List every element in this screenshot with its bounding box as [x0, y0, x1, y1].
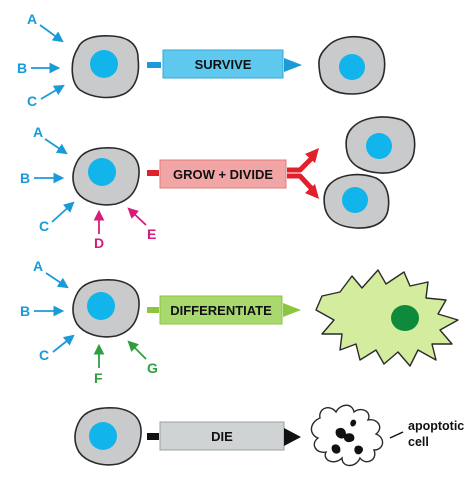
nucleus — [89, 422, 117, 450]
signal-e-arrow — [127, 207, 147, 226]
signal-b-label: B — [17, 60, 27, 76]
row-grow-divide: A B C D E GROW + DIVIDE — [20, 116, 416, 251]
signal-g-arrow — [127, 340, 147, 360]
signal-g: G — [127, 340, 158, 376]
row-die: DIE apoptotic cell — [74, 404, 464, 467]
signal-b: B — [20, 170, 65, 186]
signal-c-arrow — [51, 201, 75, 223]
signal-f-label: F — [94, 370, 103, 386]
die-arrow-bar: DIE — [147, 421, 301, 451]
row-survive: A B C SURVIVE — [17, 11, 386, 109]
survive-label: SURVIVE — [195, 57, 252, 72]
signal-f: F — [93, 343, 105, 386]
nucleus — [90, 50, 118, 78]
signal-e: E — [127, 207, 156, 242]
signal-a: A — [33, 124, 68, 155]
cell-differentiate-input — [72, 279, 140, 338]
signal-a: A — [33, 258, 69, 289]
signal-c: C — [39, 201, 75, 234]
signal-a-label: A — [33, 124, 43, 140]
signal-e-label: E — [147, 226, 156, 242]
nucleus — [339, 54, 365, 80]
apoptotic-pointer-line — [389, 431, 404, 439]
signal-a-label: A — [27, 11, 37, 27]
signal-c-arrow — [52, 334, 75, 353]
signal-a-label: A — [33, 258, 43, 274]
survive-arrow-bar: SURVIVE — [147, 49, 302, 79]
cell-survive-result — [318, 35, 386, 95]
signal-c-arrow — [40, 84, 65, 100]
die-label: DIE — [211, 429, 233, 444]
differentiate-label: DIFFERENTIATE — [170, 303, 272, 318]
signal-a-arrow — [44, 138, 68, 155]
signal-d-label: D — [94, 235, 104, 251]
nucleus — [366, 133, 392, 159]
signal-c-label: C — [27, 93, 37, 109]
cell-grow-input — [72, 147, 140, 206]
signal-c: C — [39, 334, 75, 363]
signal-g-label: G — [147, 360, 158, 376]
signal-a-arrow — [39, 24, 64, 43]
nucleus — [342, 187, 368, 213]
signal-c: C — [27, 84, 65, 109]
apoptotic-cell — [310, 404, 384, 467]
cell-die-input — [74, 407, 142, 466]
signal-b: B — [20, 303, 65, 319]
signal-a: A — [27, 11, 64, 43]
row-differentiate: A B C F G DIFFERENTIATE — [20, 258, 459, 386]
signal-b-label: B — [20, 170, 30, 186]
daughter-cell-top — [345, 116, 416, 174]
signal-d: D — [93, 209, 105, 251]
nucleus — [88, 158, 116, 186]
nucleus — [391, 305, 419, 331]
differentiate-arrow-bar: DIFFERENTIATE — [147, 295, 301, 325]
apoptotic-label-line2: cell — [408, 435, 429, 449]
signal-c-label: C — [39, 347, 49, 363]
cell-survive-input — [71, 35, 140, 99]
signal-b-label: B — [20, 303, 30, 319]
apoptotic-label-line1: apoptotic — [408, 419, 464, 433]
signal-b: B — [17, 60, 61, 76]
fragmented-nucleus — [331, 419, 363, 455]
daughter-cell-bottom — [323, 173, 390, 229]
nucleus — [87, 292, 115, 320]
signal-a-arrow — [45, 272, 69, 289]
grow-divide-arrow-bar: GROW + DIVIDE — [147, 148, 319, 199]
signal-c-label: C — [39, 218, 49, 234]
differentiated-cell — [315, 269, 459, 367]
grow-divide-label: GROW + DIVIDE — [173, 167, 273, 182]
